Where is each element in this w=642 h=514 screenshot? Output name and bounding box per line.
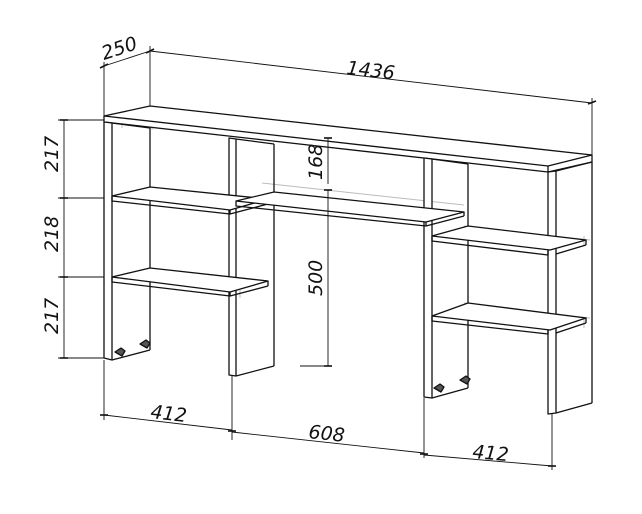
left-top-height-label: 217 [41,136,63,172]
left-side-panel [103,121,151,361]
right-shelf-lower [431,302,587,335]
right-partition [423,157,469,399]
bottom-left-width-label: 412 [149,401,188,427]
bottom-right-width-label: 412 [472,441,510,466]
center-height-label: 500 [305,260,327,296]
bracket-left [114,339,151,357]
left-partition [228,137,275,377]
left-mid-height-label: 218 [41,216,63,252]
left-bottom-height-label: 217 [41,298,63,334]
right-side-panel [547,161,593,415]
dimension-lines [58,46,597,470]
top-panel [103,105,593,173]
depth-label: 250 [99,33,140,65]
top-gap-label: 168 [305,144,327,180]
right-shelf-upper [431,225,587,256]
bracket-right [433,375,471,393]
left-shelf-lower [111,267,269,297]
center-shelf [235,191,465,227]
bottom-center-width-label: 608 [307,421,345,447]
furniture-outline [103,105,593,415]
total-width-label: 1436 [345,57,396,84]
